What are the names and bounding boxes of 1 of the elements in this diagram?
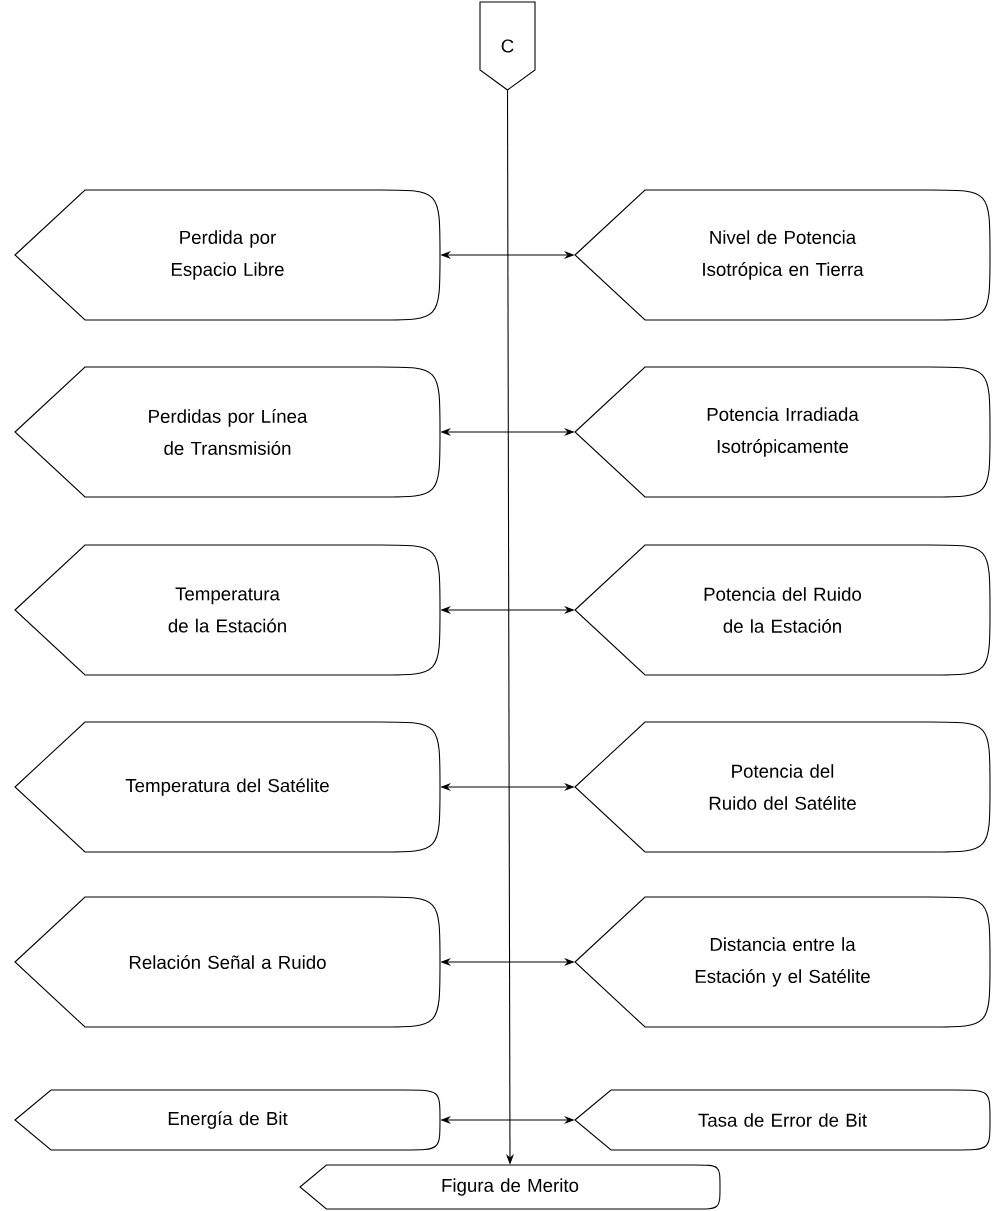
off-page-connector: C [479,1,536,91]
